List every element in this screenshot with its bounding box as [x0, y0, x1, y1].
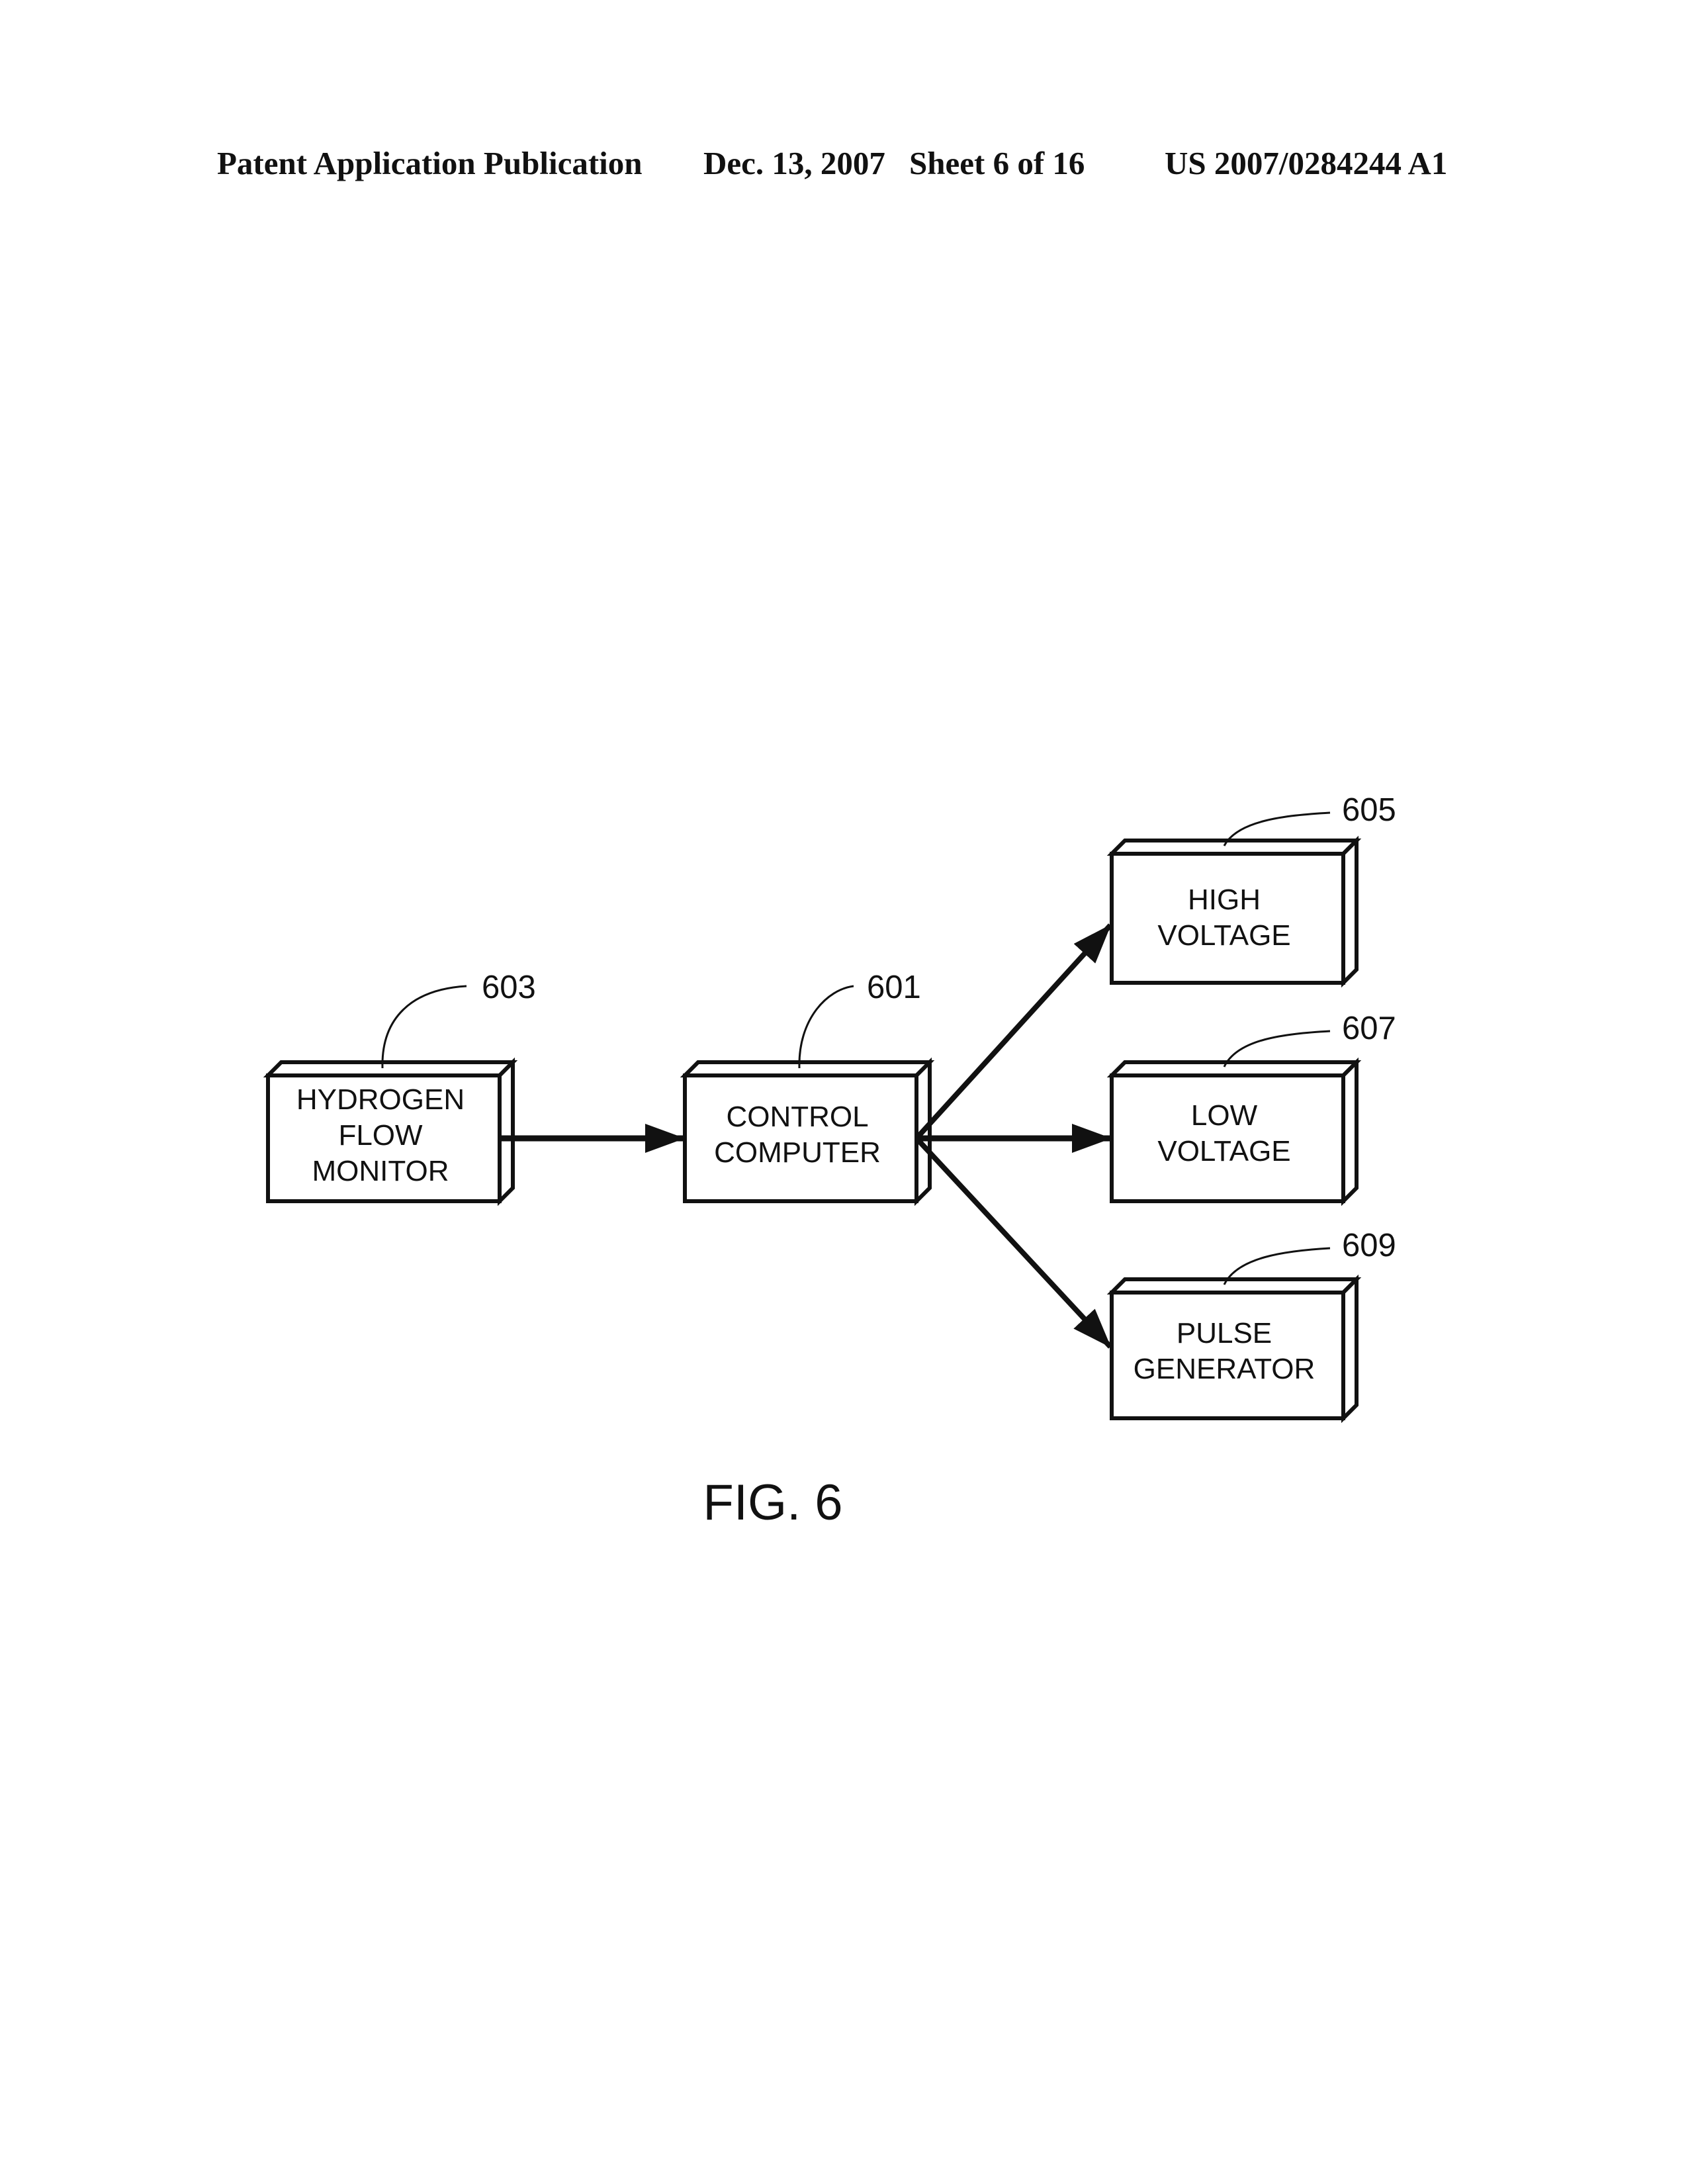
- block-label-line-1: PULSE: [1177, 1317, 1272, 1349]
- low-voltage-block: LOW VOLTAGE: [1112, 1062, 1357, 1201]
- ref-numeral-601: 601: [867, 970, 921, 1005]
- ref-numeral-603: 603: [482, 970, 536, 1005]
- block-label-line-2: VOLTAGE: [1157, 919, 1290, 952]
- pulse-generator-block: PULSE GENERATOR: [1112, 1279, 1357, 1418]
- block-label-line-1: HIGH: [1188, 884, 1261, 916]
- block-label-line-2: GENERATOR: [1134, 1353, 1315, 1385]
- block-label-line-1: HYDROGEN: [296, 1083, 465, 1116]
- leader-line-601: [799, 986, 854, 1068]
- block-label-line-2: VOLTAGE: [1157, 1135, 1290, 1167]
- high-voltage-block: HIGH VOLTAGE: [1112, 841, 1357, 983]
- block-front-face: [1112, 854, 1343, 983]
- block-label-line-1: CONTROL: [726, 1101, 868, 1133]
- arrow-computer-to-pulse-generator: [916, 1138, 1110, 1347]
- ref-numeral-609: 609: [1342, 1228, 1396, 1263]
- leader-line-603: [382, 986, 467, 1068]
- block-label-line-2: COMPUTER: [714, 1136, 881, 1169]
- arrow-computer-to-high-voltage: [916, 925, 1110, 1138]
- hydrogen-flow-monitor-block: HYDROGEN FLOW MONITOR: [268, 1062, 513, 1201]
- block-label-line-3: MONITOR: [312, 1155, 449, 1187]
- ref-numeral-605: 605: [1342, 792, 1396, 828]
- block-label-line-1: LOW: [1191, 1099, 1258, 1132]
- block-label-line-2: FLOW: [338, 1119, 423, 1152]
- figure-caption: FIG. 6: [703, 1475, 842, 1531]
- control-computer-block: CONTROL COMPUTER: [685, 1062, 930, 1201]
- ref-numeral-607: 607: [1342, 1011, 1396, 1046]
